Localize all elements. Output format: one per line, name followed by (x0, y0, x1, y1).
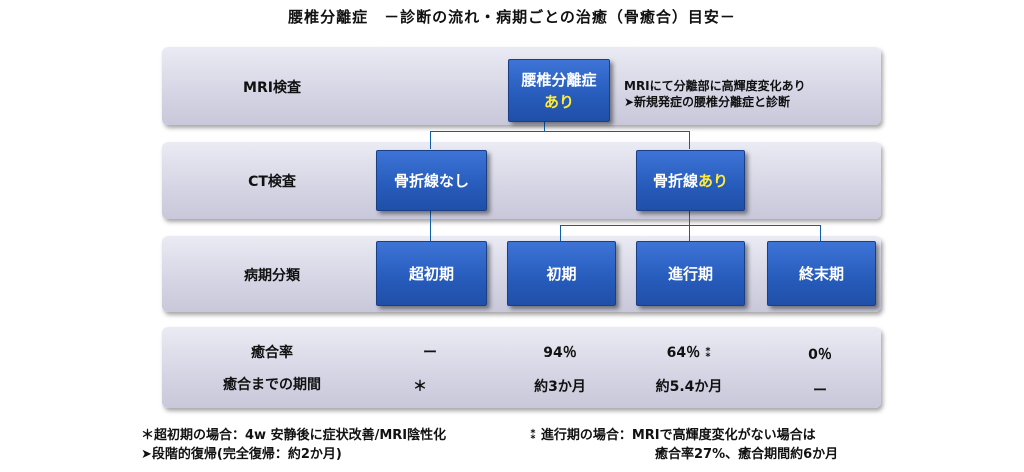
rate-very-early: ー (423, 345, 437, 361)
connector-yes-down (689, 209, 690, 225)
connector-ct-left (430, 131, 431, 149)
mri-note-line1: MRIにて分離部に高輝度変化あり (624, 79, 806, 93)
box-no-fracture-line: 骨折線なし (376, 150, 487, 211)
period-early: 約3か月 (534, 379, 586, 395)
footnote-right-line2: 癒合率27%、癒合期間約6か月 (655, 447, 839, 462)
connector-stage-early (560, 225, 561, 241)
band-ct (162, 142, 881, 219)
row-label-mri: MRI検査 (243, 80, 301, 96)
connector-ct-right (689, 131, 690, 149)
rate-progressive: 64％ ⁑ (666, 345, 712, 361)
box-stage-early: 初期 (507, 241, 616, 306)
row-label-ct: CT検査 (248, 174, 296, 190)
period-terminal: ー (813, 383, 827, 399)
box-spondylolysis-present-label: あり (543, 92, 574, 111)
box-stage-terminal: 終末期 (767, 241, 876, 306)
footnote-right-line1: 進行期の場合：MRIで高輝度変化がない場合は (540, 428, 816, 443)
period-progressive: 約5.4か月 (655, 379, 723, 395)
row-label-period: 癒合までの期間 (223, 377, 321, 393)
footnote-left-line1: ＊超初期の場合：4w 安静後に症状改善/MRI陰性化 (141, 428, 447, 443)
mri-note-line2: ➤新規発症の腰椎分離症と診断 (624, 95, 791, 109)
band-outcome (162, 327, 881, 408)
box-fracture-line-present: 骨折線あり (636, 150, 745, 211)
period-very-early: ＊ (413, 379, 427, 395)
rate-terminal: 0％ (808, 347, 832, 363)
footnote-left: ＊超初期の場合：4w 安静後に症状改善/MRI陰性化 ➤段階的復帰(完全復帰：約… (141, 426, 446, 464)
footnote-left-line2: ➤段階的復帰(完全復帰：約2か月) (141, 447, 342, 462)
rate-early: 94％ (543, 345, 577, 361)
connector-stage-progressive (689, 225, 690, 241)
box-stage-very-early: 超初期 (376, 241, 487, 306)
connector-stage-terminal (820, 225, 821, 241)
connector-mri-down (544, 120, 545, 131)
connector-stage-horizontal (560, 225, 820, 226)
mri-note: MRIにて分離部に高輝度変化あり ➤新規発症の腰椎分離症と診断 (624, 78, 806, 110)
box-stage-progressive: 進行期 (636, 241, 745, 306)
footnote-right-mark: ⁑ (530, 428, 537, 442)
box-no-fracture-line-label: 骨折線なし (393, 171, 469, 190)
diagram-title: 腰椎分離症 －診断の流れ・病期ごとの治癒（骨癒合）目安－ (288, 8, 736, 26)
connector-none-down (430, 209, 431, 241)
rate-progressive-mark: ⁑ (705, 346, 712, 360)
box-spondylolysis-label: 腰椎分離症 (521, 70, 597, 89)
box-fracture-line-present-label: 骨折線あり (652, 171, 729, 190)
footnote-right: ⁑ 進行期の場合：MRIで高輝度変化がない場合は 癒合率27%、癒合期間約6か月 (530, 426, 838, 464)
row-label-rate: 癒合率 (251, 345, 293, 361)
box-spondylolysis-present: 腰椎分離症 あり (508, 59, 610, 122)
connector-ct-horizontal (430, 131, 689, 132)
row-label-stage: 病期分類 (244, 268, 300, 284)
